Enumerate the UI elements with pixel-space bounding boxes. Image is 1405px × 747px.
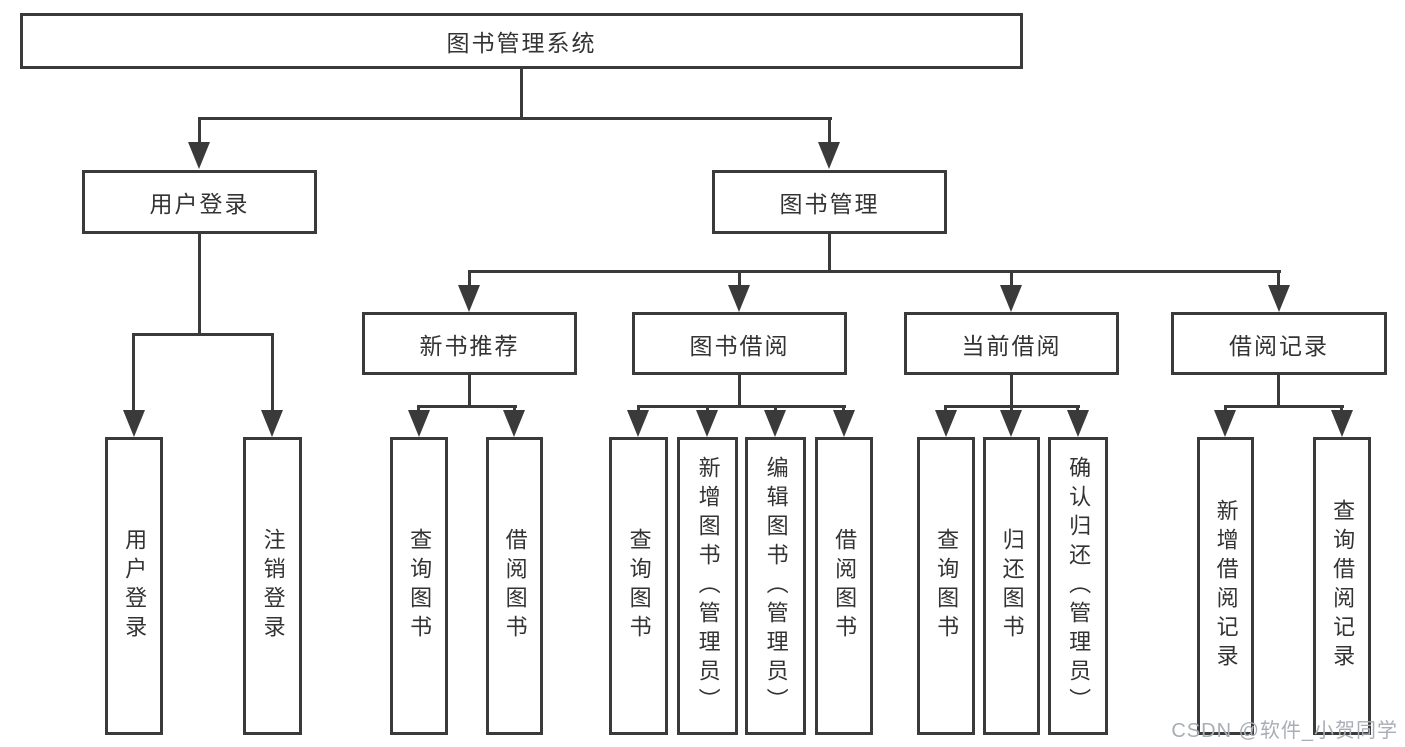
arrowhead-book-mgmt: [818, 142, 840, 169]
arrowhead-cb-query-book: [935, 410, 957, 437]
watermark: CSDN @软件_小贺同学: [1171, 720, 1398, 742]
connector-br-trunk: [1277, 375, 1280, 408]
node-cb-confirm-return-admin-label: 确认归还（管理员）: [1066, 455, 1092, 717]
connector-stub-logout: [271, 333, 274, 410]
connector-stub-bb-borrow-book: [842, 405, 845, 413]
node-br-query-record-label: 查询借阅记录: [1330, 499, 1356, 673]
connector-stub-cb-return-book: [1010, 405, 1013, 413]
connector-user-login-bar: [132, 333, 274, 336]
node-bb-add-book-admin: 新增图书（管理员）: [677, 437, 738, 735]
connector-stub-br-query-record: [1340, 405, 1343, 413]
connector-stub-nbr-borrow-book: [513, 405, 516, 413]
node-bb-borrow-book-label: 借阅图书: [832, 528, 858, 644]
arrowhead-bb-borrow-book: [833, 410, 855, 437]
connector-stub-user-login: [198, 117, 201, 144]
node-bb-add-book-admin-label: 新增图书（管理员）: [695, 455, 721, 717]
connector-user-login-trunk: [198, 233, 201, 336]
connector-nbr-bar: [417, 405, 517, 408]
arrowhead-borrow-records: [1268, 285, 1290, 312]
node-logout-label: 注销登录: [260, 528, 286, 644]
arrowhead-user-login: [188, 142, 210, 169]
connector-stub-login: [132, 333, 135, 410]
node-book-borrow-label: 图书借阅: [689, 332, 790, 359]
connector-stub-book-mgmt: [828, 117, 831, 144]
node-book-mgmt-label: 图书管理: [779, 191, 880, 217]
arrowhead-bb-add-book: [696, 410, 718, 437]
node-nbr-borrow-book-label: 借阅图书: [502, 528, 528, 644]
node-br-query-record: 查询借阅记录: [1313, 437, 1371, 735]
arrowhead-cb-return-book: [1000, 410, 1022, 437]
node-user-login-label: 用户登录: [149, 191, 250, 217]
node-root: 图书管理系统: [20, 13, 1023, 69]
connector-br-bar: [1224, 405, 1344, 408]
connector-stub-bb-edit-book: [774, 405, 777, 413]
node-nbr-query-book-label: 查询图书: [407, 528, 433, 644]
node-login-label: 用户登录: [122, 528, 148, 644]
node-user-login: 用户登录: [82, 170, 317, 234]
node-bb-query-book: 查询图书: [609, 437, 668, 735]
node-bb-edit-book-admin: 编辑图书（管理员）: [745, 437, 806, 735]
connector-stub-br-add-record: [1224, 405, 1227, 413]
node-cb-query-book: 查询图书: [917, 437, 975, 735]
node-cb-confirm-return-admin: 确认归还（管理员）: [1048, 437, 1108, 735]
node-cb-return-book: 归还图书: [983, 437, 1040, 735]
node-new-book-recommend: 新书推荐: [362, 312, 577, 375]
node-borrow-records-label: 借阅记录: [1229, 332, 1329, 359]
node-br-add-record: 新增借阅记录: [1197, 437, 1254, 735]
node-bb-edit-book-admin-label: 编辑图书（管理员）: [763, 455, 789, 717]
arrowhead-nbr-borrow-book: [503, 410, 525, 437]
connector-stub-cb-confirm-return: [1076, 405, 1079, 413]
arrowhead-logout: [261, 410, 283, 437]
connector-cb-trunk: [1010, 375, 1013, 408]
node-login: 用户登录: [105, 437, 163, 735]
arrowhead-book-borrow: [728, 285, 750, 312]
node-nbr-borrow-book: 借阅图书: [486, 437, 543, 735]
arrowhead-new-book-recommend: [458, 285, 480, 312]
node-bb-query-book-label: 查询图书: [626, 528, 652, 644]
arrowhead-bb-edit-book: [764, 410, 786, 437]
arrowhead-current-borrow: [1000, 285, 1022, 312]
node-br-add-record-label: 新增借阅记录: [1213, 499, 1239, 673]
node-logout: 注销登录: [243, 437, 302, 735]
node-nbr-query-book: 查询图书: [390, 437, 448, 735]
arrowhead-cb-confirm-return: [1067, 410, 1089, 437]
node-book-mgmt: 图书管理: [712, 170, 947, 234]
connector-stub-nbr-query-book: [417, 405, 420, 413]
node-cb-return-book-label: 归还图书: [999, 528, 1025, 644]
connector-book-mgmt-bar: [468, 270, 1281, 273]
arrowhead-br-query-record: [1331, 410, 1353, 437]
node-current-borrow: 当前借阅: [904, 312, 1119, 375]
arrowhead-br-add-record: [1214, 410, 1236, 437]
connector-stub-current-borrow: [1010, 270, 1013, 286]
connector-root-bar: [198, 117, 832, 120]
arrowhead-bb-query-book: [627, 410, 649, 437]
connector-stub-cb-query-book: [944, 405, 947, 413]
connector-book-mgmt-trunk: [828, 234, 831, 272]
arrowhead-nbr-query-book: [408, 410, 430, 437]
connector-stub-borrow-records: [1277, 270, 1280, 286]
node-cb-query-book-label: 查询图书: [934, 528, 960, 644]
node-root-label: 图书管理系统: [446, 30, 597, 56]
connector-stub-book-borrow: [738, 270, 741, 286]
node-borrow-records: 借阅记录: [1171, 312, 1387, 375]
node-new-book-recommend-label: 新书推荐: [419, 332, 520, 359]
node-book-borrow: 图书借阅: [632, 312, 847, 375]
connector-root-trunk: [520, 68, 523, 118]
connector-stub-new-book-recommend: [468, 270, 471, 286]
connector-stub-bb-query-book: [637, 405, 640, 413]
node-bb-borrow-book: 借阅图书: [815, 437, 873, 735]
arrowhead-login: [123, 410, 145, 437]
connector-nbr-trunk: [468, 375, 471, 408]
connector-bb-trunk: [738, 375, 741, 408]
connector-bb-bar: [637, 405, 846, 408]
node-current-borrow-label: 当前借阅: [961, 332, 1062, 359]
connector-stub-bb-add-book: [706, 405, 709, 413]
